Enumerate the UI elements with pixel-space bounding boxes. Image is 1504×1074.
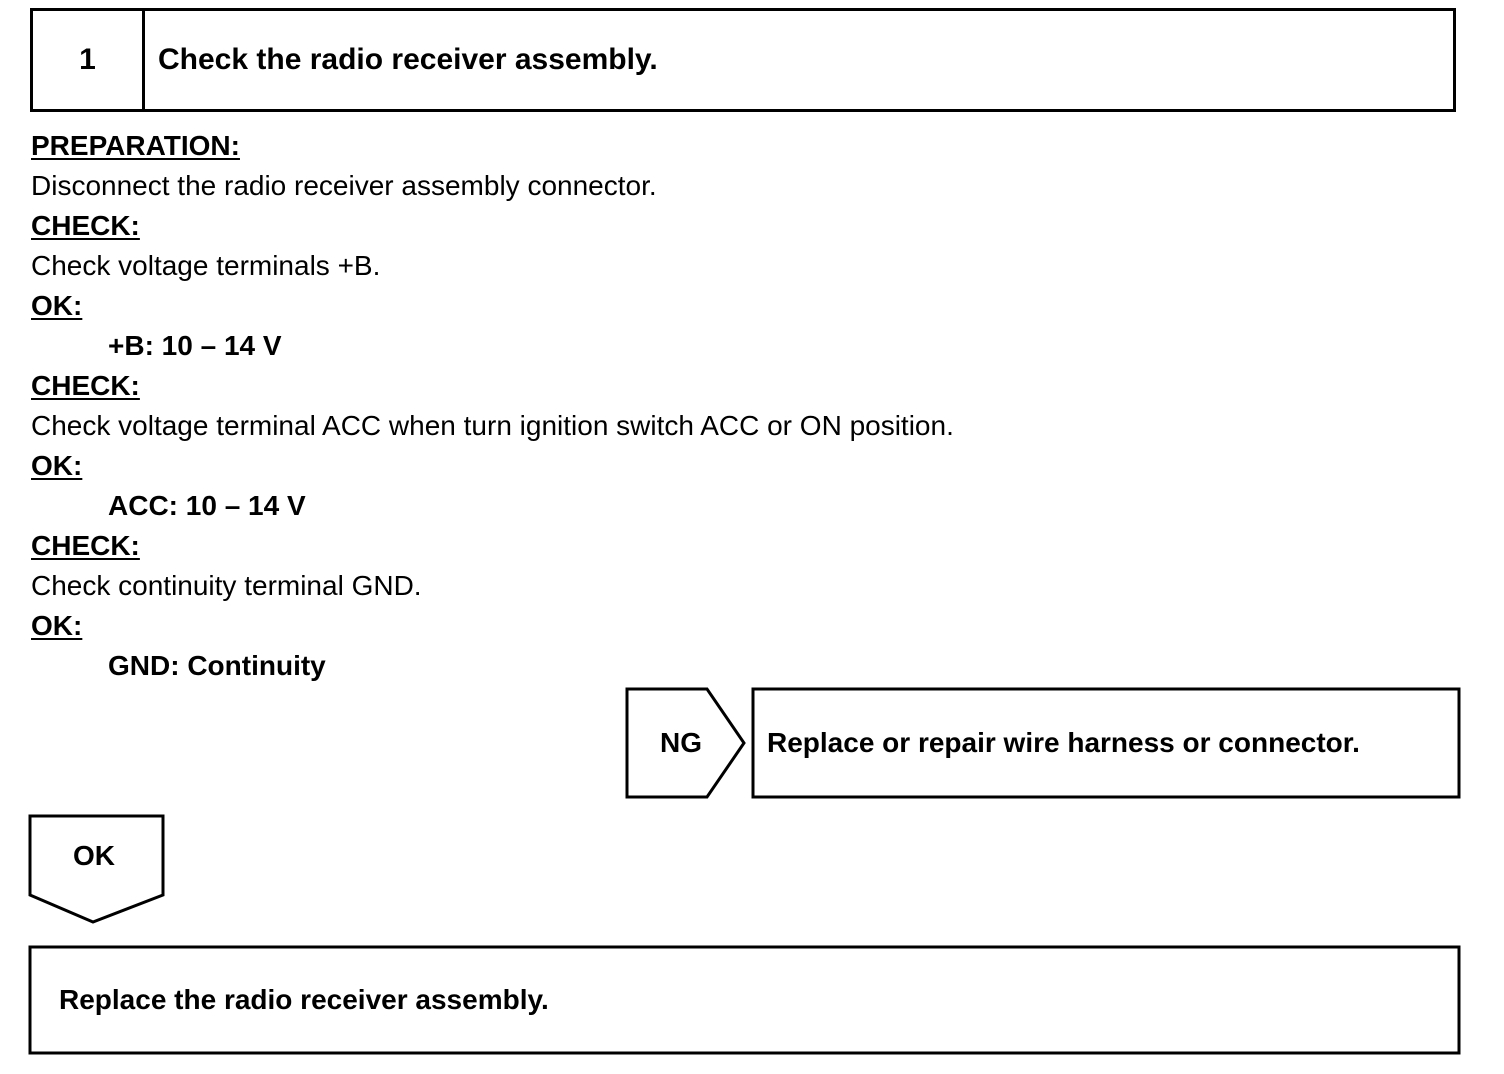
check-text-3: Check continuity terminal GND. — [31, 570, 422, 601]
final-action-box — [28, 945, 1461, 1055]
ok-spec-2: ACC: 10 – 14 V — [108, 490, 306, 521]
check-heading-2: CHECK: — [31, 370, 140, 401]
ok-heading-2: OK: — [31, 450, 83, 481]
check-heading-1: CHECK: — [31, 210, 140, 241]
check-text-1: Check voltage terminals +B. — [31, 250, 381, 281]
check-heading-3: CHECK: — [31, 530, 140, 561]
ok-heading-1: OK: — [31, 290, 83, 321]
step-number: 1 — [33, 11, 145, 109]
step-header: 1 Check the radio receiver assembly. — [30, 8, 1456, 112]
ok-spec-3: GND: Continuity — [108, 650, 326, 681]
ok-heading-3: OK: — [31, 610, 83, 641]
ng-label: NG — [660, 727, 702, 758]
preparation-text: Disconnect the radio receiver assembly c… — [31, 170, 657, 201]
final-action-text: Replace the radio receiver assembly. — [59, 984, 549, 1015]
ng-action-box — [751, 687, 1461, 799]
ng-arrow-shape — [625, 687, 746, 799]
check-text-2: Check voltage terminal ACC when turn ign… — [31, 410, 954, 441]
ng-action-text: Replace or repair wire harness or connec… — [767, 727, 1360, 758]
ok-spec-1: +B: 10 – 14 V — [108, 330, 282, 361]
ok-label: OK — [73, 840, 115, 871]
preparation-heading: PREPARATION: — [31, 130, 240, 161]
step-title: Check the radio receiver assembly. — [158, 43, 658, 76]
ok-arrow-shape — [28, 814, 165, 924]
